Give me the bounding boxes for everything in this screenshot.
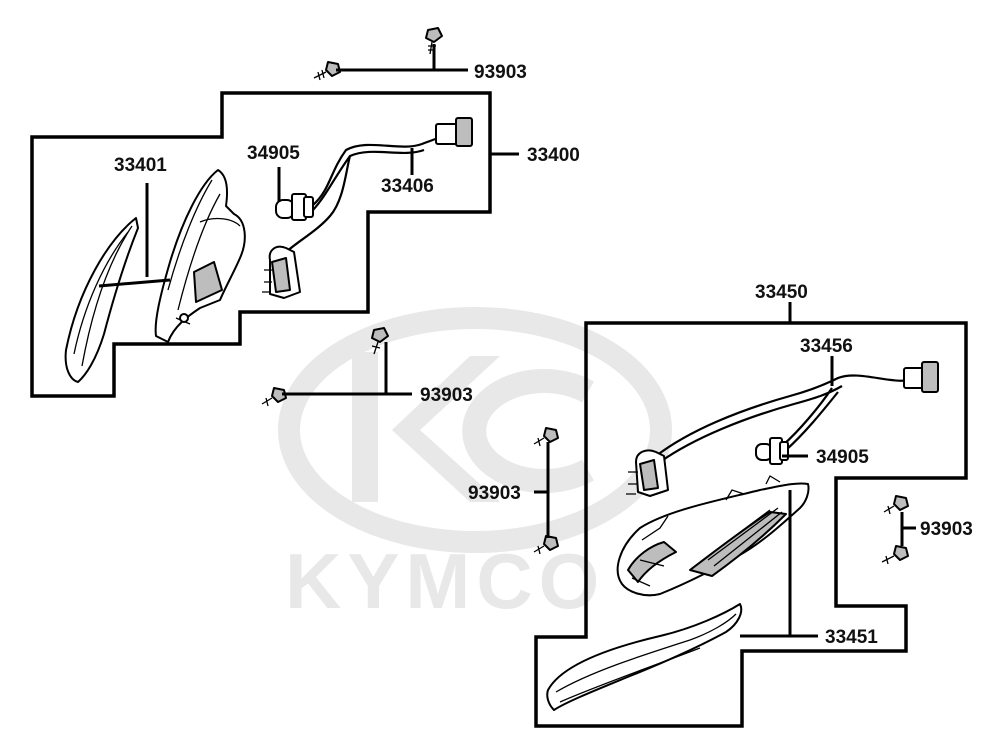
label-93903-middle: 93903 <box>420 385 473 406</box>
bulb-34905-right-part <box>755 437 789 465</box>
bolt-middle-a-part <box>371 327 389 355</box>
watermark-brand: KYMCO <box>285 537 605 625</box>
leader-93903-middle <box>282 342 412 396</box>
label-34905-right: 34905 <box>816 447 869 468</box>
leader-93903-left-pair <box>534 442 550 538</box>
lens-33451-part <box>546 603 743 711</box>
socket-right-part <box>626 449 669 497</box>
bolt-upper-a-part <box>425 27 443 55</box>
assembly-frame-33450 <box>534 321 968 728</box>
label-33450: 33450 <box>755 282 808 303</box>
lens-33401-part <box>64 217 139 383</box>
bolt-left-pair-b-part <box>533 535 559 555</box>
leader-93903-upper <box>336 44 468 72</box>
label-93903-right-pair: 93903 <box>920 519 973 540</box>
leader-33451 <box>740 490 818 638</box>
bolt-middle-b-part <box>261 387 287 407</box>
label-93903-upper: 93903 <box>474 62 527 83</box>
kymco-logo-icon <box>278 307 672 553</box>
housing-right-part <box>616 475 810 597</box>
bulb-34905-left-part <box>275 193 314 221</box>
socket-left-part <box>262 245 301 299</box>
label-33406: 33406 <box>381 176 434 197</box>
housing-left-part <box>154 169 246 343</box>
bolt-right-pair-a-part <box>883 495 909 515</box>
harness-33456-part <box>655 361 939 463</box>
leader-33401 <box>98 183 171 288</box>
bolt-upper-b-part <box>313 61 341 81</box>
leader-93903-right-pair <box>900 512 916 546</box>
label-33451: 33451 <box>825 627 878 648</box>
label-33400: 33400 <box>527 145 580 166</box>
assembly-frame-33400 <box>30 91 492 398</box>
label-93903-left-pair: 93903 <box>468 483 521 504</box>
harness-33406-part <box>285 117 473 253</box>
label-33401: 33401 <box>114 155 167 176</box>
bolt-left-pair-a-part <box>533 427 559 447</box>
label-33456: 33456 <box>800 336 853 357</box>
label-34905-left: 34905 <box>247 143 300 164</box>
bolt-right-pair-b-part <box>881 545 909 565</box>
